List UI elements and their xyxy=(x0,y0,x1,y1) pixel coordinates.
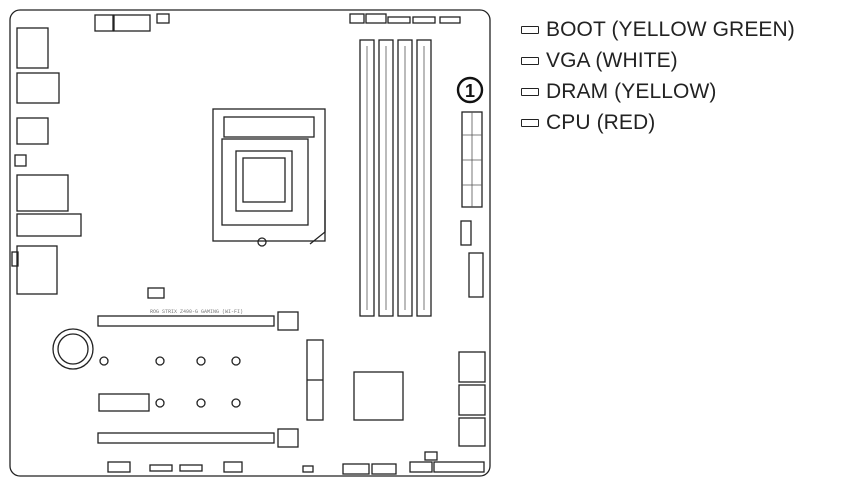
bottom-header-8 xyxy=(409,461,433,473)
io-block-3 xyxy=(16,117,49,145)
led-legend: BOOT (YELLOW GREEN) VGA (WHITE) DRAM (YE… xyxy=(521,14,795,138)
sata-stack-3 xyxy=(458,417,486,447)
bottom-header-1 xyxy=(107,461,131,473)
pcie-slot-1 xyxy=(97,315,275,327)
top-header-2 xyxy=(113,14,151,32)
legend-label-boot: BOOT (YELLOW GREEN) xyxy=(546,17,795,41)
m2-standoff-5 xyxy=(155,398,165,408)
m2-connector xyxy=(98,393,150,412)
m2-standoff-3 xyxy=(196,356,206,366)
sata-stack-1 xyxy=(458,351,486,383)
top-header-6 xyxy=(387,16,411,24)
cpu-socket-inner xyxy=(235,150,293,212)
m2-standoff-7 xyxy=(231,398,241,408)
cpu-socket-core xyxy=(242,157,286,203)
top-header-7 xyxy=(412,16,436,24)
dimm-slot-a2 xyxy=(378,39,394,317)
small-header-mid xyxy=(147,287,165,299)
legend-label-dram: DRAM (YELLOW) xyxy=(546,79,717,103)
led-icon xyxy=(521,56,539,65)
pcie-slot-2-latch xyxy=(277,428,299,448)
top-header-5 xyxy=(365,13,387,24)
cpu-socket-bracket xyxy=(212,108,326,242)
io-block-6 xyxy=(16,245,58,295)
dimm-slot-b1 xyxy=(397,39,413,317)
bottom-header-4 xyxy=(223,461,243,473)
cmos-battery xyxy=(52,328,94,370)
bottom-header-5 xyxy=(302,465,314,473)
led-icon xyxy=(521,87,539,96)
bottom-header-9 xyxy=(433,461,485,473)
sata-stack-2 xyxy=(458,384,486,416)
dimm-slot-a1 xyxy=(359,39,375,317)
bottom-header-3 xyxy=(179,464,203,472)
board-silkscreen-text: ROG STRIX Z490-G GAMING (WI-FI) xyxy=(150,309,244,315)
cmos-battery-inner xyxy=(57,333,89,365)
top-header-1 xyxy=(94,14,114,32)
led-icon xyxy=(521,25,539,34)
cpu-socket-lever xyxy=(223,116,315,138)
bottom-small-1 xyxy=(424,451,438,461)
legend-label-cpu: CPU (RED) xyxy=(546,110,656,134)
top-header-4 xyxy=(349,13,365,24)
callout-marker: 1 xyxy=(456,76,484,104)
pcie-slot-2 xyxy=(97,432,275,444)
chipset-heatsink xyxy=(353,371,404,421)
dimm-slot-b2 xyxy=(416,39,432,317)
m2-standoff-1 xyxy=(99,356,109,366)
io-block-1 xyxy=(16,27,49,69)
pcie-slot-1-latch xyxy=(277,311,299,331)
io-small-1 xyxy=(14,154,27,167)
legend-label-vga: VGA (WHITE) xyxy=(546,48,678,72)
legend-item-vga: VGA (WHITE) xyxy=(521,45,795,76)
top-header-8 xyxy=(439,16,461,24)
io-block-4 xyxy=(16,174,69,212)
io-block-5 xyxy=(16,213,82,237)
cpu-socket-outer xyxy=(221,138,309,226)
io-block-2 xyxy=(16,72,60,104)
io-small-2 xyxy=(11,251,19,267)
m2-standoff-4 xyxy=(231,356,241,366)
cpu-socket-screw xyxy=(257,237,267,247)
legend-item-boot: BOOT (YELLOW GREEN) xyxy=(521,14,795,45)
m2-standoff-6 xyxy=(196,398,206,408)
legend-item-cpu: CPU (RED) xyxy=(521,107,795,138)
m2-standoff-2 xyxy=(155,356,165,366)
side-connector-1 xyxy=(460,220,472,246)
led-icon xyxy=(521,118,539,127)
legend-item-dram: DRAM (YELLOW) xyxy=(521,76,795,107)
cpu-socket-arm xyxy=(309,200,326,245)
callout-number: 1 xyxy=(465,81,475,101)
board-outline xyxy=(9,9,491,477)
bottom-header-6 xyxy=(342,463,370,475)
side-connector-2 xyxy=(468,252,484,298)
bottom-header-7 xyxy=(371,463,397,475)
motherboard-layout: 1 xyxy=(9,9,491,477)
top-header-3 xyxy=(156,13,170,24)
bottom-header-2 xyxy=(149,464,173,472)
